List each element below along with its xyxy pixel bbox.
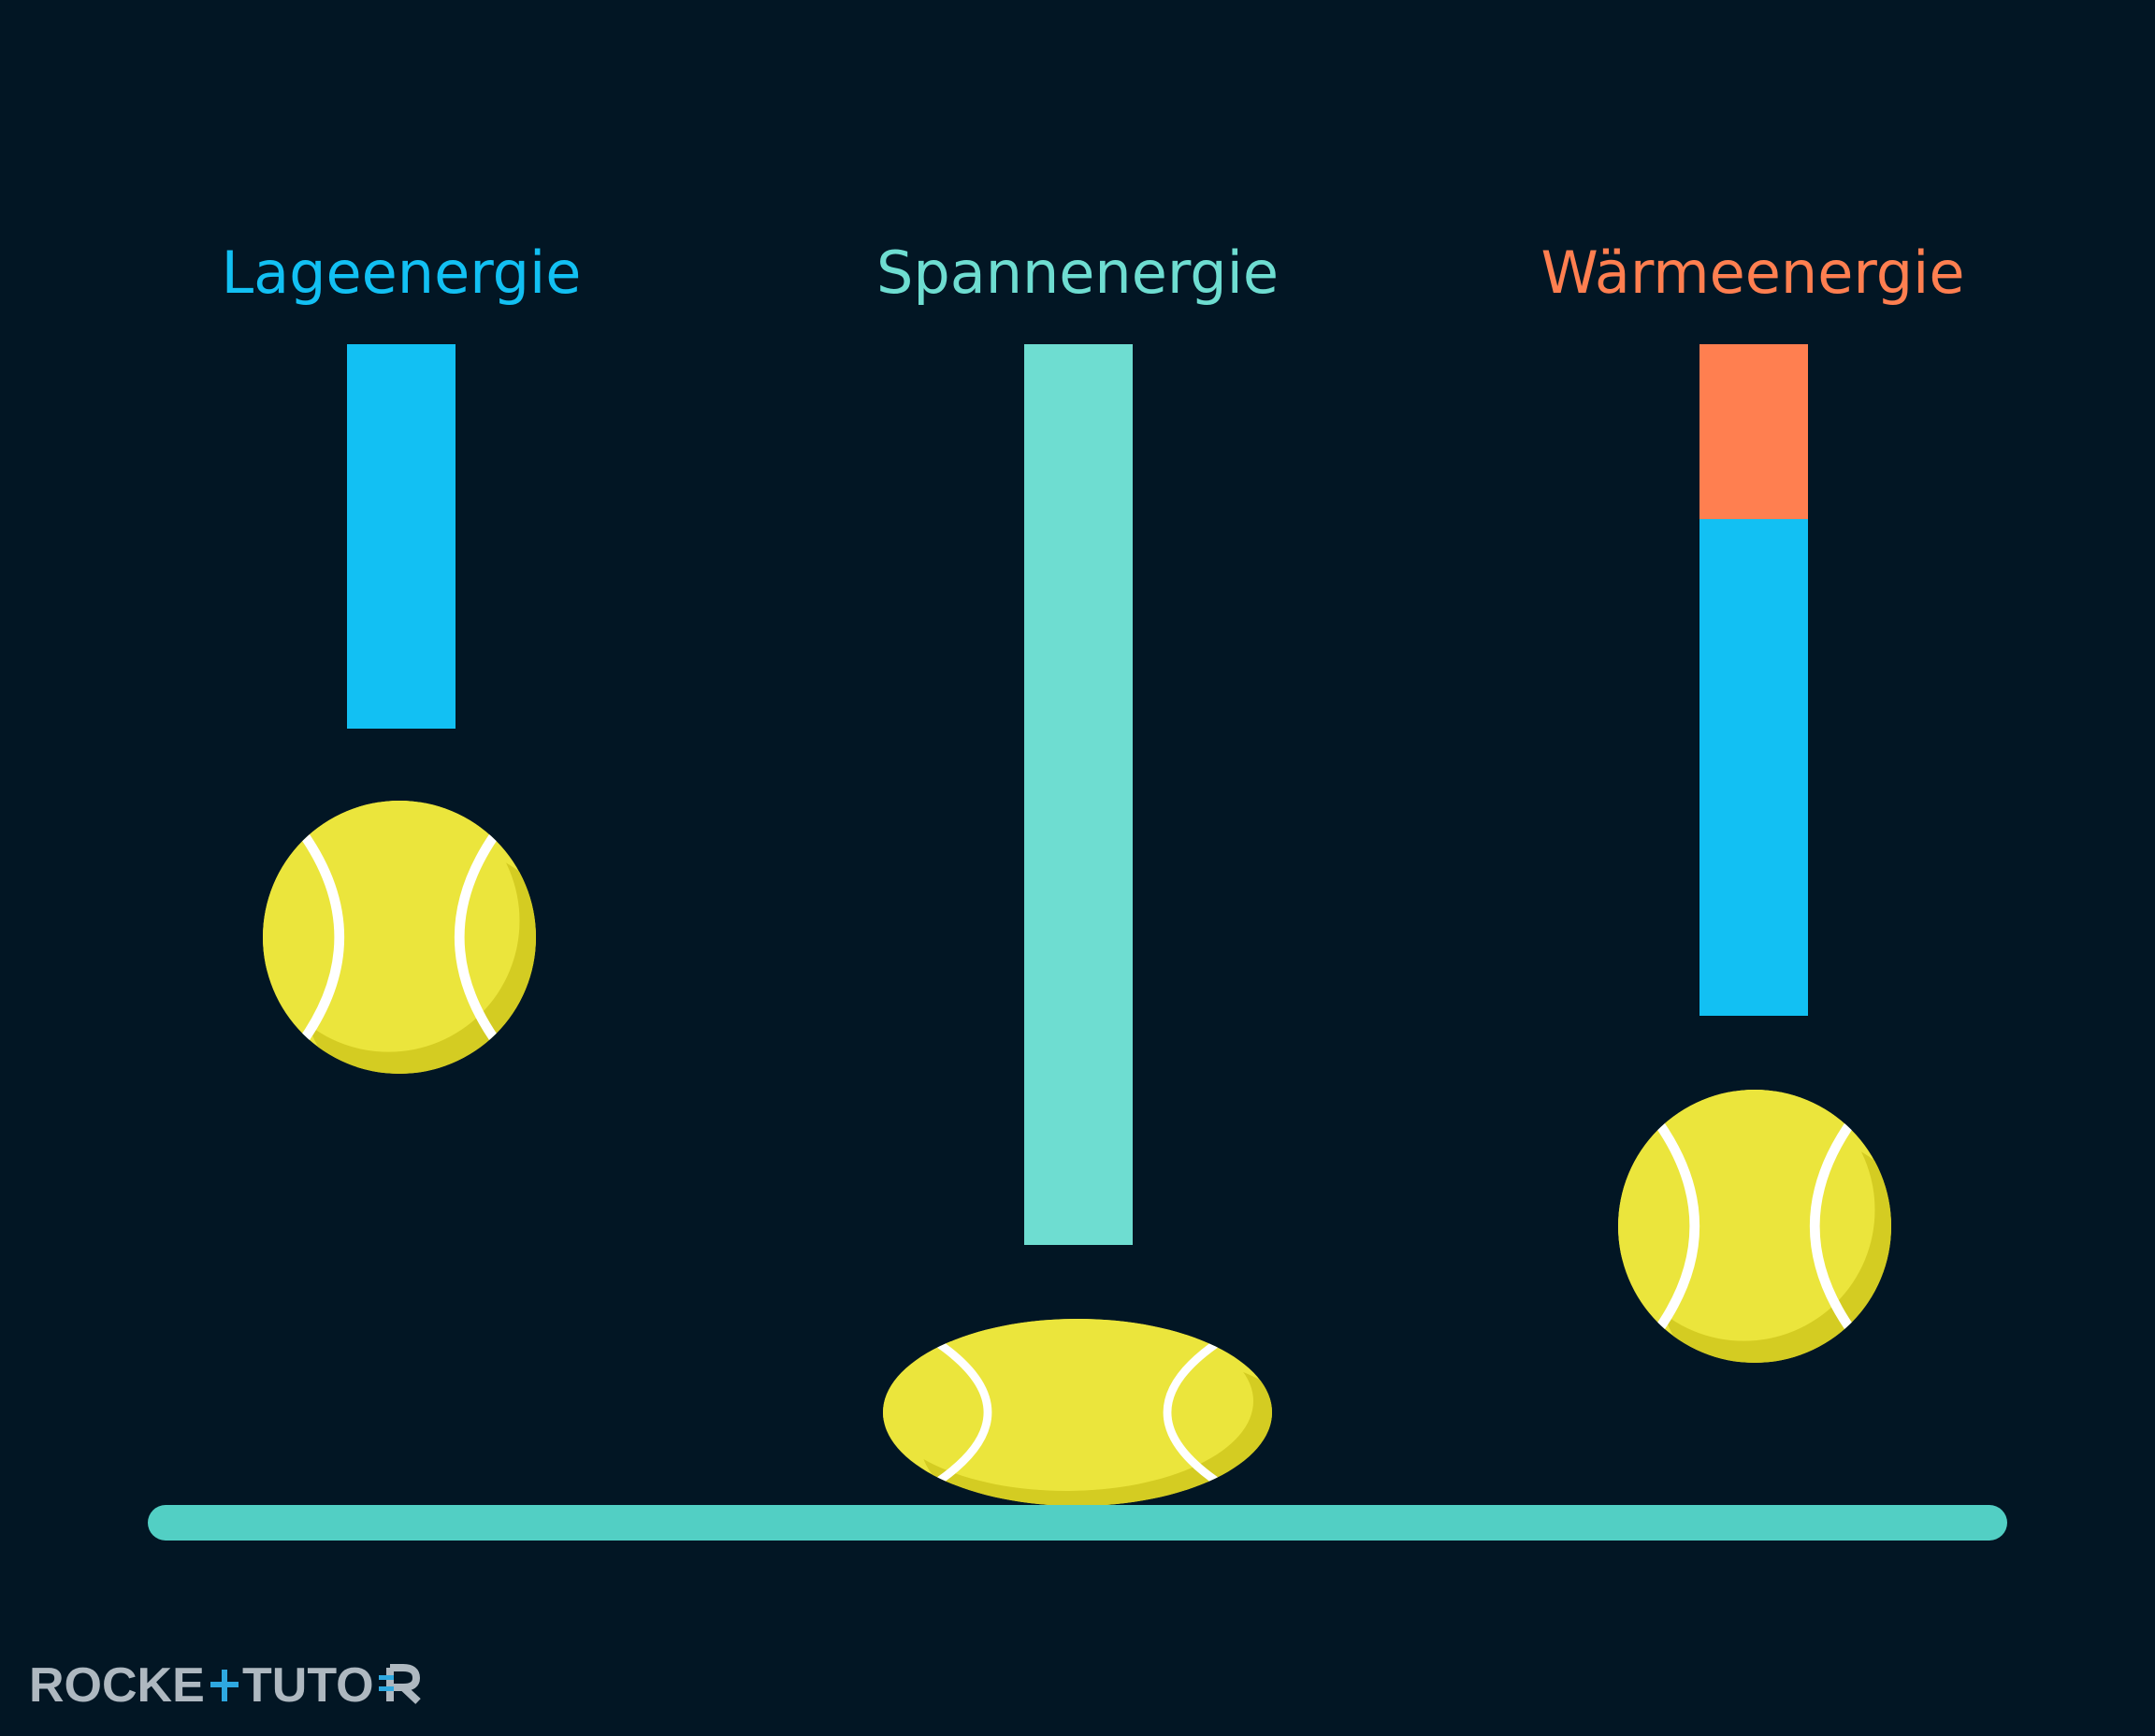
logo-plus-vertical xyxy=(222,1670,227,1701)
logo-speed-line-2 xyxy=(379,1686,394,1691)
label-thermal-energy: Wärmeenergie xyxy=(1540,239,1965,307)
logo-text-part-2: TUTO xyxy=(242,1658,374,1713)
ground-line xyxy=(148,1505,2007,1541)
tennis-ball-icon-bounce xyxy=(1618,1090,1891,1363)
label-potential-energy: Lageenergie xyxy=(221,239,582,307)
logo-r-glyph xyxy=(386,1664,421,1704)
bar-potential-energy-stage-1 xyxy=(347,344,456,729)
label-elastic-energy: Spannenergie xyxy=(875,239,1279,307)
brand-logo: ROCKE TUTO xyxy=(29,1658,421,1713)
bar-elastic-energy-stage-2 xyxy=(1024,344,1133,1245)
tennis-ball-icon-squashed xyxy=(883,1319,1272,1506)
logo-text-part-1: ROCKE xyxy=(29,1658,205,1713)
tennis-ball-icon-high xyxy=(263,801,536,1074)
bar-thermal-energy-stage-3 xyxy=(1699,344,1808,519)
logo-speed-line-1 xyxy=(379,1675,394,1680)
bar-potential-energy-stage-3 xyxy=(1699,519,1808,1016)
